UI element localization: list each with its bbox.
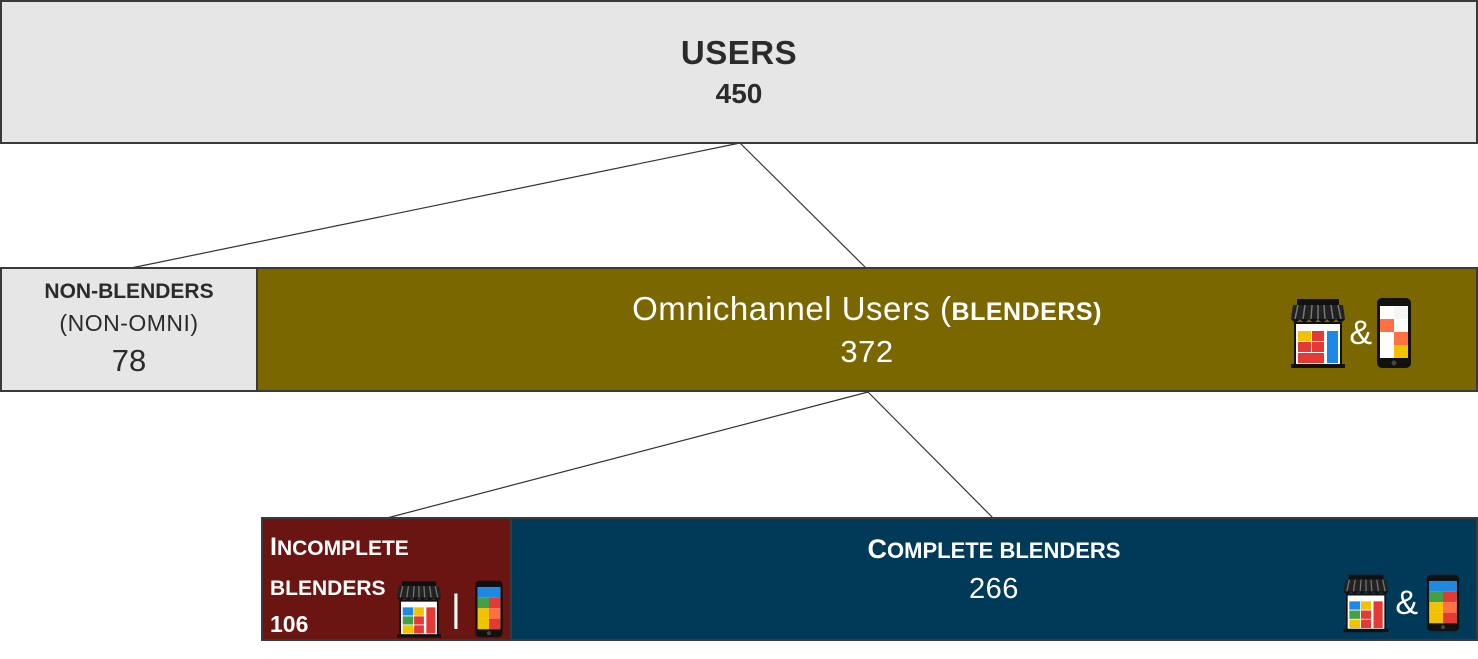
users-count: 450 bbox=[715, 78, 763, 109]
complete-title: COMPLETE BLENDERS bbox=[867, 534, 1121, 564]
incomplete-connector: | bbox=[451, 587, 461, 630]
connector-users-to-omnichannel bbox=[739, 142, 867, 269]
incomplete-count: 106 bbox=[270, 611, 309, 637]
non-blenders-title: NON-BLENDERS bbox=[44, 280, 214, 303]
omnichannel-box: Omnichannel Users (BLENDERS) 372 & bbox=[256, 267, 1478, 392]
omnichannel-connector: & bbox=[1349, 313, 1372, 352]
connector-omni-to-incomplete bbox=[386, 391, 869, 519]
smartphone-app-icon bbox=[1377, 298, 1411, 368]
connector-omni-to-complete bbox=[867, 391, 994, 519]
non-blenders-count: 78 bbox=[111, 343, 147, 378]
smartphone-app-icon bbox=[1426, 574, 1460, 632]
incomplete-blenders-box: INCOMPLETE BLENDERS 106 | bbox=[261, 517, 512, 641]
users-box: USERS 450 bbox=[0, 0, 1478, 144]
omnichannel-icons: & bbox=[1291, 297, 1412, 369]
store-icon bbox=[397, 581, 441, 638]
store-icon bbox=[1343, 574, 1389, 633]
complete-count: 266 bbox=[969, 573, 1019, 605]
complete-connector: & bbox=[1395, 583, 1418, 622]
incomplete-icons: | bbox=[397, 579, 507, 639]
omnichannel-title: Omnichannel Users (BLENDERS) bbox=[632, 289, 1102, 327]
incomplete-title: INCOMPLETE bbox=[270, 533, 409, 561]
incomplete-subtitle: BLENDERS bbox=[270, 577, 386, 600]
users-title: USERS bbox=[680, 34, 798, 71]
omnichannel-count: 372 bbox=[840, 333, 894, 369]
complete-blenders-box: COMPLETE BLENDERS 266 & bbox=[510, 517, 1478, 641]
store-icon bbox=[1291, 299, 1346, 368]
smartphone-app-icon bbox=[475, 580, 503, 638]
complete-icons: & bbox=[1341, 573, 1464, 633]
non-blenders-box: NON-BLENDERS (NON-OMNI) 78 bbox=[0, 267, 258, 392]
connector-users-to-nonblenders bbox=[130, 142, 741, 269]
non-blenders-subtitle: (NON-OMNI) bbox=[59, 310, 199, 336]
